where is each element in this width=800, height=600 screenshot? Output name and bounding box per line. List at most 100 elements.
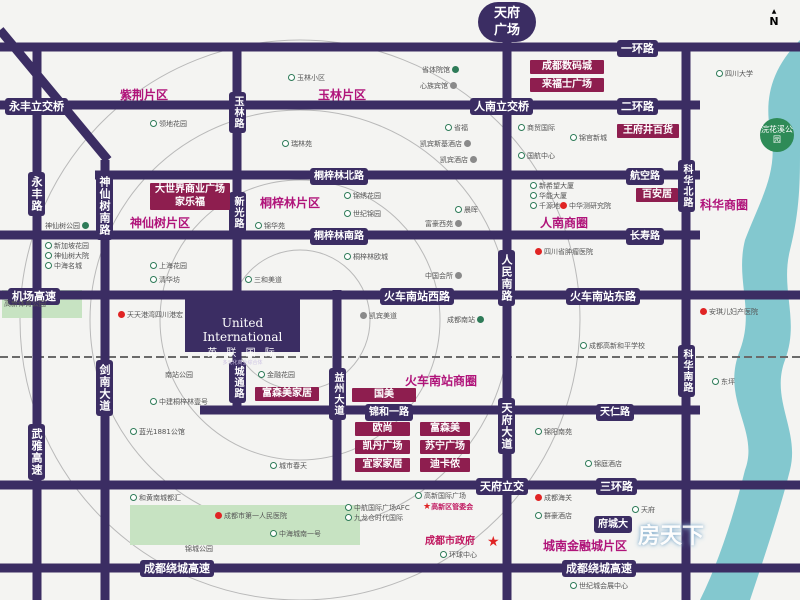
poi: 四川港宏 (155, 311, 183, 319)
store-gome: 国美 (352, 388, 416, 402)
watermark: 房天下 (638, 524, 705, 549)
poi: 天天港湾 (118, 311, 155, 320)
road-label-tongzilin-north: 桐梓林北路 (310, 168, 368, 185)
poi: 华能大厦 (530, 192, 567, 201)
road-label-ring1: 一环路 (617, 40, 658, 57)
gaoxin-gov-star: ★高新区管委会 (423, 502, 474, 512)
poi: 成都南站 (447, 316, 486, 325)
poi: 国航中心 (518, 152, 555, 161)
poi: 锦绣花园 (344, 192, 381, 201)
road-label-tianfu-avenue: 天府大道 (498, 398, 515, 454)
poi: 世纪锦园 (344, 210, 381, 219)
road-label-airport-expressway: 机场高速 (8, 288, 60, 305)
main-roads (0, 20, 800, 600)
road-label-kehua-north: 科华北路 (678, 160, 695, 212)
poi: 上海花园 (150, 262, 187, 271)
poi: 南站公园 (165, 371, 193, 379)
road-label-changshou-road: 长寿路 (626, 228, 664, 245)
store-suning-plaza: 苏宁广场 (420, 440, 470, 454)
chengdu-gov-label: 成都市政府 (425, 536, 475, 547)
store-ikea: 宜家家居 (355, 458, 410, 472)
poi: 环球中心 (440, 551, 477, 560)
poi: 高新国际广场 (415, 492, 466, 501)
poi: 省福 (445, 124, 468, 133)
poi: 中国会所 (425, 272, 464, 281)
store-carrefour: 家乐福 (150, 196, 230, 210)
poi: 瑞林苑 (282, 140, 312, 149)
poi: 玉林小区 (288, 74, 325, 83)
road-label-yulin-road: 玉林路 (229, 92, 246, 133)
poi: 凯宾美道 (360, 312, 397, 321)
district-chengnan: 城南金融城片区 (543, 539, 628, 553)
poi: 中航国际广场AFC (345, 504, 410, 513)
store-baianju: 百安居 (636, 188, 678, 202)
store-dashijie: 大世界商业广场 (150, 183, 230, 197)
river (700, 40, 800, 600)
district-zijing: 紫荆片区 (120, 88, 169, 102)
tianfu-square-label: 天府广场 (478, 2, 536, 42)
poi: 中海城南一号 (270, 530, 321, 539)
store-wangfujing: 王府井百货 (617, 124, 679, 138)
logo-chinese: 英 联 国 际 (207, 348, 278, 359)
road-label-jinhe-road1: 锦和一路 (365, 404, 413, 421)
road-label-ring-expressway-east: 成都绕城高速 (562, 560, 636, 577)
poi: 成都高新和平学校 (580, 342, 645, 351)
poi: 高新体育公园 (4, 300, 46, 308)
poi: 千源地 (530, 202, 560, 211)
store-fusen-mei: 富森美 (420, 422, 470, 436)
district-kehua: 科华商圈 (700, 198, 749, 212)
poi: 锦庭酒店 (585, 460, 622, 469)
road-label-tianren-road: 天仁路 (596, 404, 634, 421)
poi: 神仙树公园 (45, 222, 91, 231)
poi: 群豪酒店 (535, 512, 572, 521)
road-label-chengtong-road: 城通路 (229, 362, 246, 403)
road-label-jiannan-avenue: 剑南大道 (96, 360, 113, 416)
poi: 心族宾馆 (420, 82, 459, 91)
poi: 晨晖 (455, 206, 478, 215)
poi: 九龙仓时代国际 (345, 514, 403, 523)
road-label-hangkong-road: 航空路 (626, 168, 664, 185)
poi: 桐梓林欧城 (344, 253, 388, 262)
store-kaide-plaza: 凯丹广场 (355, 440, 410, 454)
logo-english: United International (202, 316, 283, 344)
project-logo: United International 英 联 国 际 多元化商业综合体 (185, 297, 300, 366)
diagonal-road (0, 27, 112, 163)
poi: 四川省肿瘤医院 (535, 248, 593, 257)
road-label-station-east: 火车南站东路 (566, 288, 640, 305)
poi: 新希望大厦 (530, 182, 574, 191)
road-label-fucheng-avenue: 府城大 (594, 516, 632, 533)
poi: 凯宾斯基酒店 (420, 140, 473, 149)
poi: 三和美道 (245, 276, 282, 285)
road-label-tongzilin-south: 桐梓林南路 (310, 228, 368, 245)
poi: 锦官新城 (570, 134, 607, 143)
road-label-xinguang-road: 新光路 (229, 192, 246, 233)
poi: 东坪 (712, 378, 735, 387)
poi: 四川大学 (716, 70, 753, 79)
road-label-ring3: 三环路 (596, 478, 637, 495)
poi: 锦城公园 (185, 545, 213, 553)
road-label-shenxianshu-south: 神仙树南路 (96, 172, 113, 240)
poi: 蓝光1881公馆 (130, 428, 185, 437)
poi: 锦阳南苑 (535, 428, 572, 437)
road-label-wuya-expressway: 武雅高速 (28, 424, 45, 480)
poi: 中海名城 (45, 262, 82, 271)
district-shenxianshu: 神仙树片区 (130, 216, 191, 230)
poi: 省体院馆 (422, 66, 461, 75)
district-station: 火车南站商圈 (405, 374, 478, 388)
poi: 金融花园 (258, 371, 295, 380)
poi: 领地花园 (150, 120, 187, 129)
north-compass: ▲N (769, 8, 779, 28)
road-label-kehua-south: 科华南路 (678, 345, 695, 397)
poi: 中华测研究院 (560, 202, 611, 211)
road-label-ring-expressway: 成都绕城高速 (140, 560, 214, 577)
store-auchan: 欧尚 (355, 422, 410, 436)
district-yulin: 玉林片区 (318, 88, 367, 102)
poi: 商贸国际 (518, 124, 555, 133)
road-label-yongfeng-bridge: 永丰立交桥 (5, 98, 68, 115)
poi: 神仙树大院 (45, 252, 89, 261)
poi: 和黄南城都汇 (130, 494, 181, 503)
poi: 清华坊 (150, 276, 180, 285)
poi: 成都市第一人民医院 (215, 512, 287, 521)
poi: 中建桐梓林壹号 (150, 398, 208, 407)
road-label-tianfu-bridge: 天府立交 (476, 478, 528, 495)
